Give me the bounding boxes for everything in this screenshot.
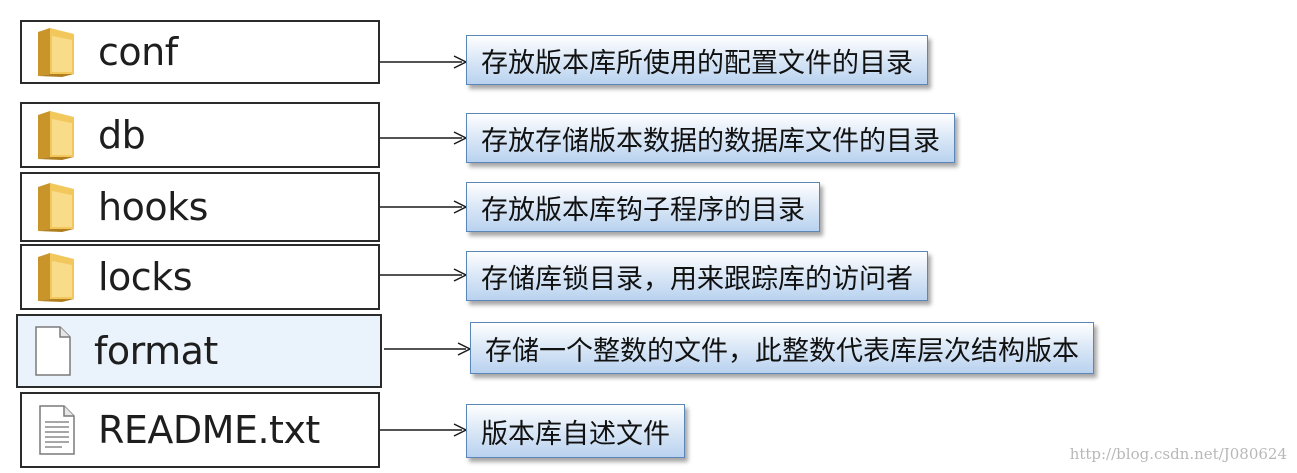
folder-icon	[32, 250, 80, 304]
text-file-icon	[32, 403, 80, 457]
folder-icon	[32, 108, 80, 162]
arrow-connector	[380, 131, 468, 145]
arrow-connector	[380, 200, 468, 214]
item-name: README.txt	[98, 408, 320, 452]
description-text: 存放版本库所使用的配置文件的目录	[481, 47, 913, 79]
file-row-readme[interactable]: README.txt	[20, 392, 380, 468]
file-row-format[interactable]: format	[16, 314, 382, 388]
description-text: 存储库锁目录，用来跟踪库的访问者	[481, 263, 913, 295]
description-box: 存放版本库钩子程序的目录	[466, 182, 820, 232]
file-row-db[interactable]: db	[20, 102, 380, 168]
folder-icon	[32, 180, 80, 234]
description-text: 存放版本库钩子程序的目录	[481, 194, 805, 226]
arrow-connector	[384, 342, 472, 356]
item-name: hooks	[98, 185, 208, 229]
watermark: http://blog.csdn.net/J080624	[1069, 445, 1287, 463]
item-name: conf	[98, 30, 178, 74]
item-name: locks	[98, 255, 193, 299]
item-name: format	[94, 329, 218, 373]
arrow-connector	[380, 423, 468, 437]
item-name: db	[98, 113, 146, 157]
description-box: 存储一个整数的文件，此整数代表库层次结构版本	[470, 322, 1094, 374]
description-text: 存储一个整数的文件，此整数代表库层次结构版本	[485, 335, 1079, 367]
description-box: 存储库锁目录，用来跟踪库的访问者	[466, 251, 928, 301]
file-icon	[28, 324, 76, 378]
arrow-connector	[380, 268, 468, 282]
description-text: 版本库自述文件	[481, 418, 670, 450]
description-box: 存放版本库所使用的配置文件的目录	[466, 35, 928, 85]
file-row-conf[interactable]: conf	[20, 20, 380, 84]
folder-icon	[32, 25, 80, 79]
description-box: 版本库自述文件	[466, 404, 685, 458]
description-text: 存放存储版本数据的数据库文件的目录	[481, 125, 940, 157]
arrow-connector	[380, 55, 468, 69]
file-row-locks[interactable]: locks	[20, 244, 380, 310]
description-box: 存放存储版本数据的数据库文件的目录	[466, 113, 955, 163]
file-row-hooks[interactable]: hooks	[20, 172, 380, 242]
